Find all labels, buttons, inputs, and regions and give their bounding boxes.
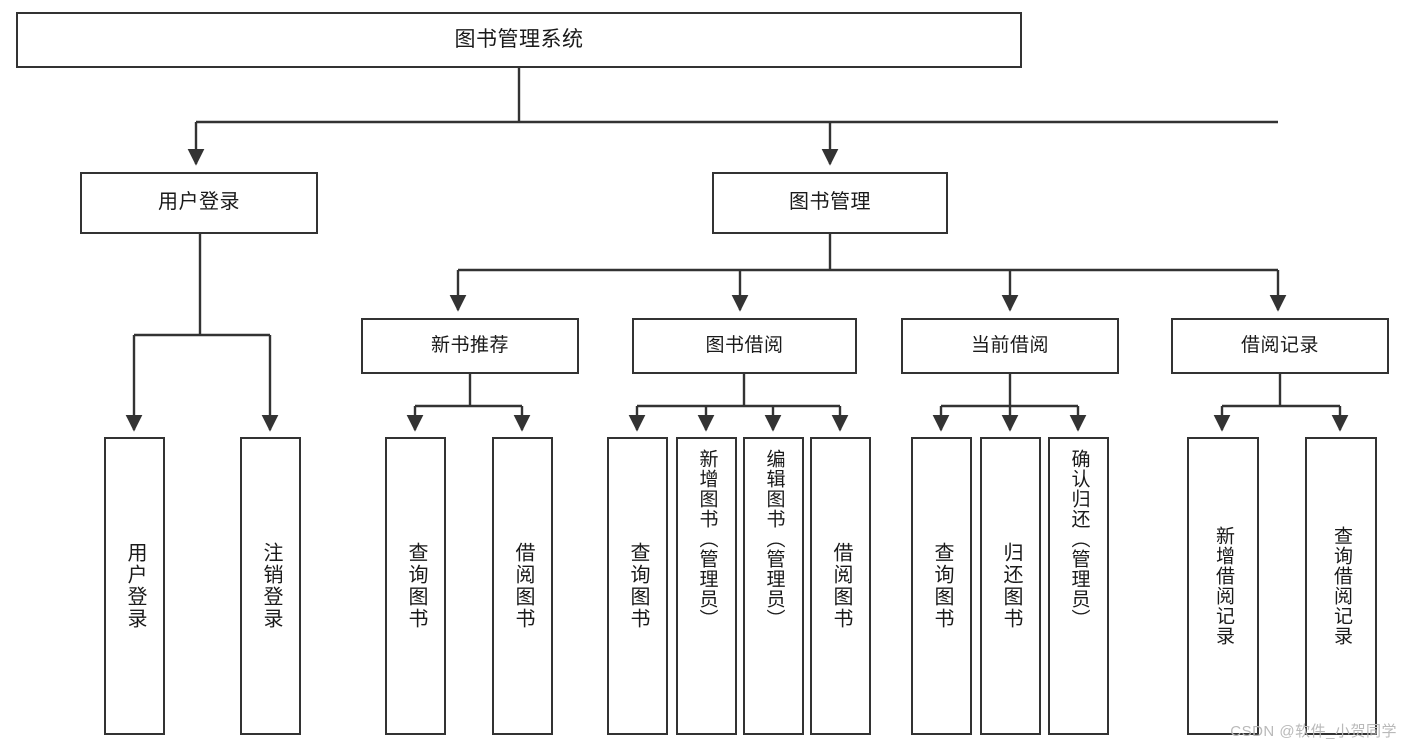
node-label: 查询图书 — [627, 542, 649, 630]
leaf-book-borrow-add[interactable]: 新增图书（管理员） — [676, 437, 737, 735]
node-new-book-recommend[interactable]: 新书推荐 — [361, 318, 579, 374]
node-label: 归还图书 — [1000, 542, 1022, 630]
node-label: 用户登录 — [158, 191, 240, 214]
node-label: 图书管理系统 — [454, 27, 584, 51]
leaf-book-borrow-borrow[interactable]: 借阅图书 — [810, 437, 871, 735]
node-label: 图书借阅 — [705, 334, 784, 356]
node-label: 新书推荐 — [430, 334, 509, 356]
leaf-new-book-borrow[interactable]: 借阅图书 — [492, 437, 553, 735]
leaf-book-borrow-edit[interactable]: 编辑图书（管理员） — [743, 437, 804, 735]
node-user-login[interactable]: 用户登录 — [80, 172, 318, 234]
node-label: 用户登录 — [124, 542, 146, 630]
leaf-book-borrow-query[interactable]: 查询图书 — [607, 437, 668, 735]
node-label: 查询借阅记录 — [1330, 526, 1352, 646]
leaf-user-login-login[interactable]: 用户登录 — [104, 437, 165, 735]
node-label: 图书管理 — [789, 191, 871, 214]
node-label: 当前借阅 — [970, 334, 1049, 356]
node-borrow-record[interactable]: 借阅记录 — [1171, 318, 1389, 374]
node-label: 查询图书 — [931, 542, 953, 630]
leaf-current-borrow-query[interactable]: 查询图书 — [911, 437, 972, 735]
node-label: 编辑图书（管理员） — [763, 449, 785, 629]
node-label: 查询图书 — [405, 542, 427, 630]
leaf-user-login-logout[interactable]: 注销登录 — [240, 437, 301, 735]
leaf-new-book-query[interactable]: 查询图书 — [385, 437, 446, 735]
node-label: 注销登录 — [260, 542, 282, 630]
watermark: CSDN @软件_小贺同学 — [1230, 723, 1397, 740]
node-book-borrow[interactable]: 图书借阅 — [632, 318, 857, 374]
node-label: 确认归还（管理员） — [1068, 449, 1090, 629]
node-current-borrow[interactable]: 当前借阅 — [901, 318, 1119, 374]
node-label: 新增图书（管理员） — [696, 449, 718, 629]
node-label: 借阅图书 — [512, 542, 534, 630]
leaf-borrow-record-query[interactable]: 查询借阅记录 — [1305, 437, 1377, 735]
node-label: 借阅图书 — [830, 542, 852, 630]
leaf-current-borrow-return[interactable]: 归还图书 — [980, 437, 1041, 735]
node-book-management[interactable]: 图书管理 — [712, 172, 948, 234]
node-label: 借阅记录 — [1240, 334, 1319, 356]
leaf-current-borrow-confirm-return[interactable]: 确认归还（管理员） — [1048, 437, 1109, 735]
node-label: 新增借阅记录 — [1212, 526, 1234, 646]
node-root-system[interactable]: 图书管理系统 — [16, 12, 1022, 68]
leaf-borrow-record-add[interactable]: 新增借阅记录 — [1187, 437, 1259, 735]
